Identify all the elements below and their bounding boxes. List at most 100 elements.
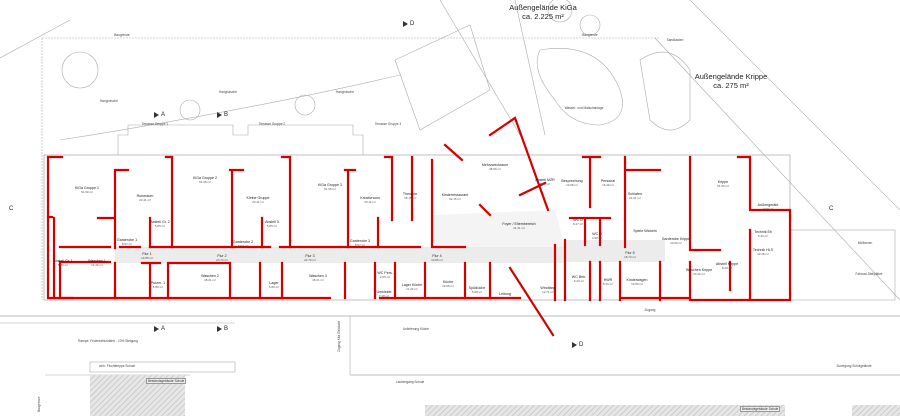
room-name: Außengeräte — [757, 202, 779, 207]
hangrutsche-label-3: Hangrutsche — [335, 90, 355, 94]
muellboxen-label: Müllboxen — [857, 241, 873, 245]
room-area: 6.16 m² — [602, 282, 614, 286]
terrasse-label-1: Terrasse Gruppe 1 — [141, 122, 169, 126]
room-area: 10.85 m² — [431, 258, 443, 262]
existing-school-building-far-right — [852, 405, 900, 416]
room-name: Krippe — [717, 179, 729, 184]
baugrenze-left-label: Baugrenze — [37, 396, 41, 412]
wasser-matsch-label: Wasser- und Matschanlage — [564, 106, 604, 110]
section-marker-d-top: D — [403, 21, 414, 27]
room-name: WC H — [592, 231, 602, 236]
bestand-label-1: Bestandsgebäude Schule — [146, 378, 187, 384]
room-name: Abstell Krippe — [715, 261, 739, 266]
room-area: 52.15 m² — [449, 197, 461, 201]
sandkasten-label: Sandkasten — [666, 38, 684, 42]
room-area: 16.49 m² — [602, 183, 614, 187]
room-area: 54.90 m² — [81, 190, 93, 194]
room-name: Garderobe Krippe — [661, 236, 691, 241]
room-name: Kinderrestaurant — [441, 192, 469, 197]
fluchttreppe-label: vorh. Fluchttreppe Schule — [98, 364, 136, 368]
room-name: Therapie — [402, 191, 418, 196]
room-area: 19.65 m² — [442, 284, 454, 288]
room-area: 5.68 m² — [471, 290, 483, 294]
room-area: 8.61 m² — [539, 182, 551, 186]
room-area: 20.40 m² — [693, 272, 705, 276]
room-area: 5.85 m² — [57, 263, 69, 267]
room-name: Lager — [269, 280, 279, 285]
room-area: 21.30 m² — [91, 263, 103, 267]
room-name: Kinderwagen — [626, 277, 648, 282]
room-name: Spülküche — [468, 285, 486, 290]
room-area: 31.31 m² — [513, 226, 525, 230]
room-name: Flur 5 — [625, 250, 635, 255]
room-area: 4.98 m² — [591, 236, 603, 240]
room-label: WC Beh.6.20 m² — [572, 275, 586, 283]
section-marker-a-bottom: A — [154, 326, 165, 332]
room-area: 13.42 m² — [499, 296, 511, 300]
room-area: 8.57 m² — [121, 242, 133, 246]
room-name: Flur 4 — [432, 253, 442, 258]
corridor-fill — [115, 247, 565, 263]
room-area: 10.60 m² — [670, 241, 682, 245]
room-area: 8.57 m² — [354, 243, 366, 247]
section-marker-c-left: C — [9, 206, 14, 212]
room-name: KiGa Gruppe 2 — [193, 175, 217, 180]
room-area: 7.00 m² — [762, 207, 774, 211]
room-name: Waschen Krippe — [685, 267, 713, 272]
room-area: 51.68 m² — [199, 180, 211, 184]
room-name: Abstell MZR — [535, 177, 555, 182]
terrasse-label-2: Terrasse Gruppe 2 — [258, 122, 286, 126]
walls — [46, 116, 792, 337]
room-area: 20.41 m² — [252, 200, 264, 204]
zugang-label: Zugang — [644, 308, 656, 312]
krippe-outdoor-label: Außengelände Krippe — [694, 72, 768, 81]
zugang-kita-label: Zugang Kita Gebäude — [337, 320, 341, 352]
room-area: 13.85 m² — [141, 256, 153, 260]
room-name: Abstell Gr. 2 — [150, 219, 170, 224]
fahrrad-label: Fahrrad-Stellplätze — [855, 272, 883, 276]
room-area: 6.20 m² — [573, 279, 585, 283]
room-area: 5.85 m² — [154, 224, 166, 228]
room-name: Garderobe 1 — [116, 237, 138, 242]
krippe-outdoor-area: ca. 275 m² — [713, 81, 749, 90]
site-lines — [0, 0, 900, 376]
room-area: 2.65 m² — [379, 275, 391, 279]
baugrenze-label-2: Baugrenze — [582, 33, 598, 37]
room-name: Technik Elt — [754, 229, 772, 234]
room-name: Ruheraum — [136, 193, 154, 198]
bestand-label-2: Bestandsgebäude Schule — [740, 406, 781, 412]
section-marker-b-bottom: B — [217, 326, 228, 332]
room-area: 13.80 m² — [631, 282, 643, 286]
room-area: 22.70 m² — [304, 258, 316, 262]
room-name: Schlafen — [628, 191, 642, 196]
room-name: HWR — [603, 277, 613, 282]
section-marker-d-bottom: D — [572, 342, 583, 348]
room-name: Waschen 2 — [201, 273, 219, 278]
room-area: 18.21 m² — [204, 278, 216, 282]
room-area: 5.85 m² — [266, 224, 278, 228]
